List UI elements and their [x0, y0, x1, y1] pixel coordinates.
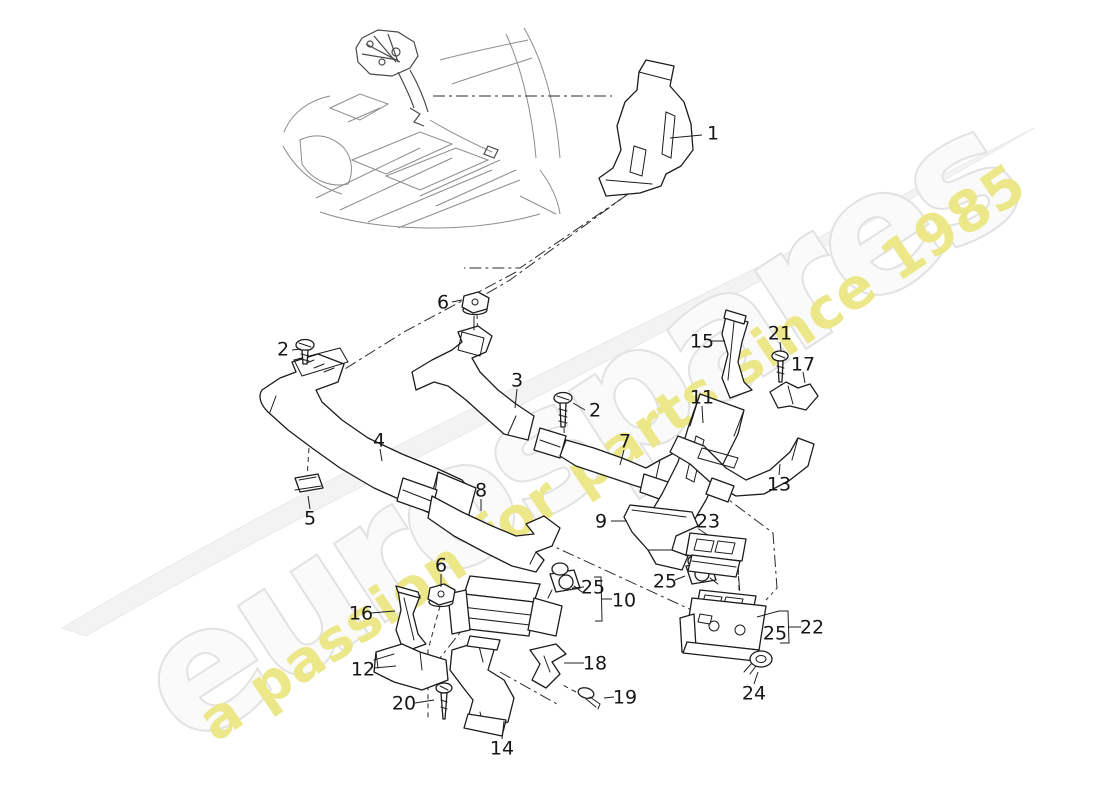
- part-12-duct-elbow: [373, 643, 449, 691]
- fastener-axis-line: [306, 447, 310, 480]
- part-6-nut-bottom: [427, 583, 456, 608]
- callout-15: 15: [690, 331, 714, 353]
- leader-line: [307, 495, 311, 510]
- hvac-unit-sketch: [355, 29, 499, 159]
- fastener-axis-line: [427, 605, 441, 718]
- callout-18: 18: [583, 653, 607, 675]
- leader-line: [373, 665, 397, 669]
- callout-13: 13: [767, 474, 791, 496]
- part-5-clip: [294, 473, 324, 493]
- part-4-left-footwell-duct: [259, 347, 477, 519]
- callout-6: 6: [435, 555, 447, 577]
- part-2-screw-right: [553, 391, 573, 428]
- part-13-rear-duct: [669, 435, 815, 503]
- callout-2: 2: [277, 339, 289, 361]
- callout-6: 6: [437, 292, 449, 314]
- assembly-reference-line: [716, 490, 778, 601]
- part-1-center-duct: [598, 59, 694, 197]
- leader-line: [778, 463, 781, 476]
- leader-line: [414, 699, 435, 704]
- fastener-axis-line: [560, 683, 577, 693]
- callout-9: 9: [595, 511, 607, 533]
- callout-1: 1: [707, 123, 719, 145]
- callout-23: 23: [696, 511, 720, 533]
- part-7-rear-duct: [559, 439, 693, 501]
- callout-3: 3: [511, 370, 523, 392]
- leader-line: [571, 586, 585, 589]
- callout-2: 2: [589, 400, 601, 422]
- leader-line: [619, 449, 625, 466]
- vehicle-overview-sketch: [282, 27, 561, 229]
- part-17-retaining-bracket: [769, 381, 819, 411]
- callout-14: 14: [490, 738, 514, 760]
- callout-5: 5: [304, 508, 316, 530]
- part-10-air-distributor: [447, 575, 563, 651]
- leader-line: [674, 575, 686, 581]
- callout-8: 8: [475, 480, 487, 502]
- part-7-sleeve: [533, 427, 567, 459]
- group-bracket-22: [779, 610, 790, 644]
- callout-12: 12: [351, 659, 375, 681]
- parts-layer: [259, 59, 819, 737]
- leader-line: [572, 402, 586, 411]
- part-23-vent-trim: [685, 532, 747, 578]
- callout-4: 4: [373, 430, 385, 452]
- part-20-screw: [435, 682, 453, 720]
- part-18-bracket: [529, 643, 567, 689]
- leader-line: [514, 388, 518, 409]
- leader-line: [701, 405, 704, 424]
- part-19-expander-rivet: [577, 687, 601, 710]
- callout-21: 21: [768, 323, 792, 345]
- callout-22: 22: [800, 617, 824, 639]
- callout-17: 17: [791, 354, 815, 376]
- assembly-reference-line: [478, 193, 629, 299]
- leader-line: [756, 610, 780, 618]
- callout-10: 10: [612, 590, 636, 612]
- leader-line: [669, 134, 703, 139]
- part-22-vent-assembly: [679, 589, 767, 662]
- assembly-reference-line: [499, 671, 558, 705]
- callout-24: 24: [742, 683, 766, 705]
- leader-line: [501, 720, 505, 740]
- part-8-rear-duct: [396, 477, 561, 573]
- part-9-air-funnel: [623, 504, 699, 571]
- part-2-screw-left: [295, 338, 315, 365]
- group-bracket-10: [594, 576, 603, 622]
- leader-line: [753, 671, 759, 685]
- callout-11: 11: [690, 387, 714, 409]
- callout-20: 20: [392, 693, 416, 715]
- leader-line: [370, 610, 396, 614]
- leader-line: [379, 448, 383, 462]
- leader-line: [451, 299, 463, 303]
- leader-line: [291, 348, 302, 351]
- part-16-vertical-duct: [395, 585, 427, 653]
- assembly-reference-line: [464, 185, 641, 269]
- callout-19: 19: [613, 687, 637, 709]
- callout-16: 16: [349, 603, 373, 625]
- callout-25: 25: [581, 577, 605, 599]
- part-6-nut-top: [461, 291, 490, 316]
- assembly-reference-line: [541, 540, 699, 614]
- part-21-screw: [771, 350, 789, 383]
- leader-line: [802, 371, 806, 384]
- part-25-vacuum-actuator-left: [547, 562, 583, 599]
- part-3-footwell-duct: [411, 315, 535, 441]
- leader-line: [779, 341, 782, 352]
- callout-25: 25: [763, 623, 787, 645]
- leader-lines: [291, 134, 806, 740]
- watermark-tagline: a passion for parts since 1985: [187, 151, 1038, 754]
- callout-7: 7: [619, 431, 631, 453]
- part-15-vertical-duct: [721, 309, 753, 399]
- leader-line: [603, 696, 615, 699]
- assembly-reference-line: [339, 271, 517, 373]
- callout-25: 25: [653, 571, 677, 593]
- part-24-screw: [743, 650, 773, 675]
